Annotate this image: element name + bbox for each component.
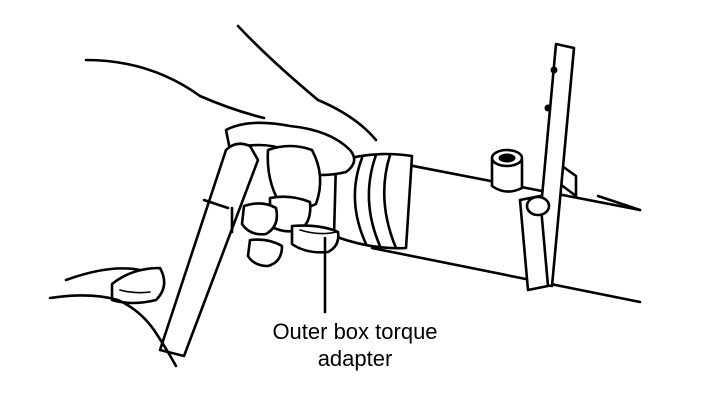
callout-label: Outer box torque adapter xyxy=(240,318,470,372)
upper-hand xyxy=(84,24,378,268)
callout-label-line2: adapter xyxy=(317,346,393,371)
strap-bar xyxy=(518,42,576,292)
torque-adapter xyxy=(332,152,414,250)
callout-label-line1: Outer box torque xyxy=(272,319,438,344)
wrench xyxy=(158,142,260,358)
lower-hand xyxy=(48,266,178,368)
tube-boss xyxy=(490,148,524,193)
